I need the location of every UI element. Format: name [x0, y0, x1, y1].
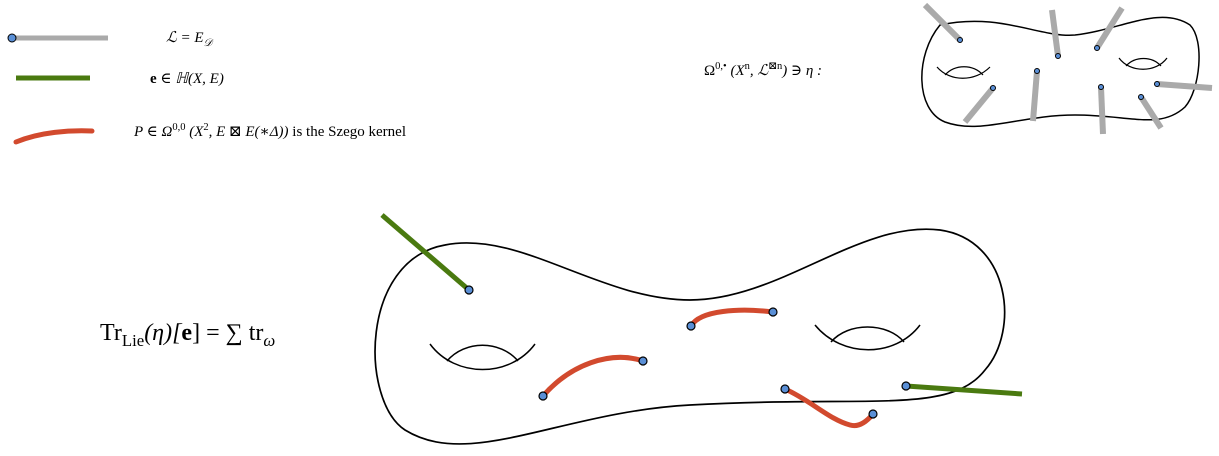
- tr-mid: (X: [726, 63, 745, 79]
- large-hole-right-lower: [814, 324, 921, 351]
- legend-red-sup: 0,0: [172, 122, 186, 133]
- tail-4: [1156, 81, 1213, 91]
- red-curve-top: [688, 307, 776, 329]
- small-hole-left-lower: [936, 66, 991, 79]
- legend-red-sup2: 2: [203, 122, 209, 133]
- mf-end: ] = ∑ tr: [192, 320, 264, 346]
- tail-3: [1094, 6, 1125, 50]
- dot-red-right-a: [780, 384, 790, 394]
- main-formula: TrLie(η)[e] = ∑ trω: [100, 320, 276, 350]
- small-hole-left-upper: [944, 66, 984, 76]
- legend-red-math: P ∈ Ω: [134, 124, 173, 140]
- mf-bold: e: [181, 320, 193, 346]
- large-surface: [374, 213, 1023, 445]
- tail-dot-2: [1055, 53, 1061, 59]
- mf-pre: Tr: [100, 320, 122, 346]
- tr-end: ) ∋ η :: [782, 63, 823, 79]
- large-surface-outline: [374, 228, 1006, 445]
- top-right-label: Ω0,• (Xn, ℒ⊠n) ∋ η :: [704, 61, 822, 80]
- legend-green-bold: e: [150, 71, 157, 87]
- tr-sup3: ⊠n: [768, 61, 783, 72]
- dot-red-right-b: [868, 409, 878, 419]
- tr-sup2: n: [744, 61, 750, 72]
- small-surface: [921, 2, 1213, 135]
- legend-gray-dot: [7, 33, 17, 43]
- tail-dot-6: [1034, 68, 1040, 74]
- tail-dot-5: [990, 85, 996, 91]
- tail-dot-1: [957, 37, 963, 43]
- legend-green-math: ∈ ℍ(X, E): [156, 71, 224, 87]
- tail-7: [1098, 86, 1106, 135]
- small-hole-right-lower: [1118, 57, 1168, 70]
- legend-red-rest: (X: [185, 124, 204, 140]
- dot-red-left-b: [638, 356, 648, 366]
- dot-red-top-b: [768, 307, 778, 317]
- green-edge-top: [380, 213, 471, 292]
- dot-red-left-a: [538, 391, 548, 401]
- legend-gray-math: ℒ = E: [166, 30, 204, 46]
- legend-red-text: is the Szego kernel: [288, 124, 406, 140]
- large-hole-right-upper: [830, 326, 905, 343]
- dot-red-top-a: [686, 321, 696, 331]
- mf-sub2: ω: [263, 330, 276, 350]
- tail-2: [1049, 9, 1061, 57]
- legend-red-label: P ∈ Ω0,0 (X2, E ⊠ E(∗Δ)) is the Szego ke…: [134, 122, 406, 141]
- red-curve-left: [540, 355, 646, 399]
- tail-6: [1030, 70, 1040, 122]
- dot-green-right: [901, 381, 911, 391]
- tail-dot-8: [1138, 94, 1144, 100]
- tail-5: [962, 86, 996, 124]
- legend-green-label: e ∈ ℍ(X, E): [150, 69, 224, 88]
- large-hole-left-lower: [429, 343, 536, 371]
- large-hole-left-upper: [446, 344, 519, 362]
- red-curve-right: [782, 386, 876, 429]
- legend-red-line: [13, 128, 95, 145]
- mf-sub: Lie: [121, 330, 145, 350]
- legend-gray-label: ℒ = E𝒟: [166, 28, 212, 49]
- tail-1: [922, 2, 963, 43]
- small-surface-outline: [921, 16, 1200, 128]
- dot-green-top: [464, 285, 474, 295]
- green-edge-right: [905, 383, 1023, 397]
- tail-8: [1138, 95, 1164, 130]
- tail-dot-4: [1154, 81, 1160, 87]
- legend-gray-sub: 𝒟: [203, 37, 212, 49]
- tail-dot-7: [1098, 84, 1104, 90]
- tr-mid2: , ℒ: [749, 63, 769, 79]
- tr-sup: 0,•: [715, 61, 727, 72]
- tail-dot-3: [1094, 45, 1100, 51]
- small-hole-right-upper: [1125, 57, 1162, 67]
- legend-red-rest2: , E ⊠ E(∗Δ)): [208, 124, 289, 140]
- tr-pre: Ω: [704, 63, 716, 79]
- mf-mid: (η)[: [144, 320, 182, 346]
